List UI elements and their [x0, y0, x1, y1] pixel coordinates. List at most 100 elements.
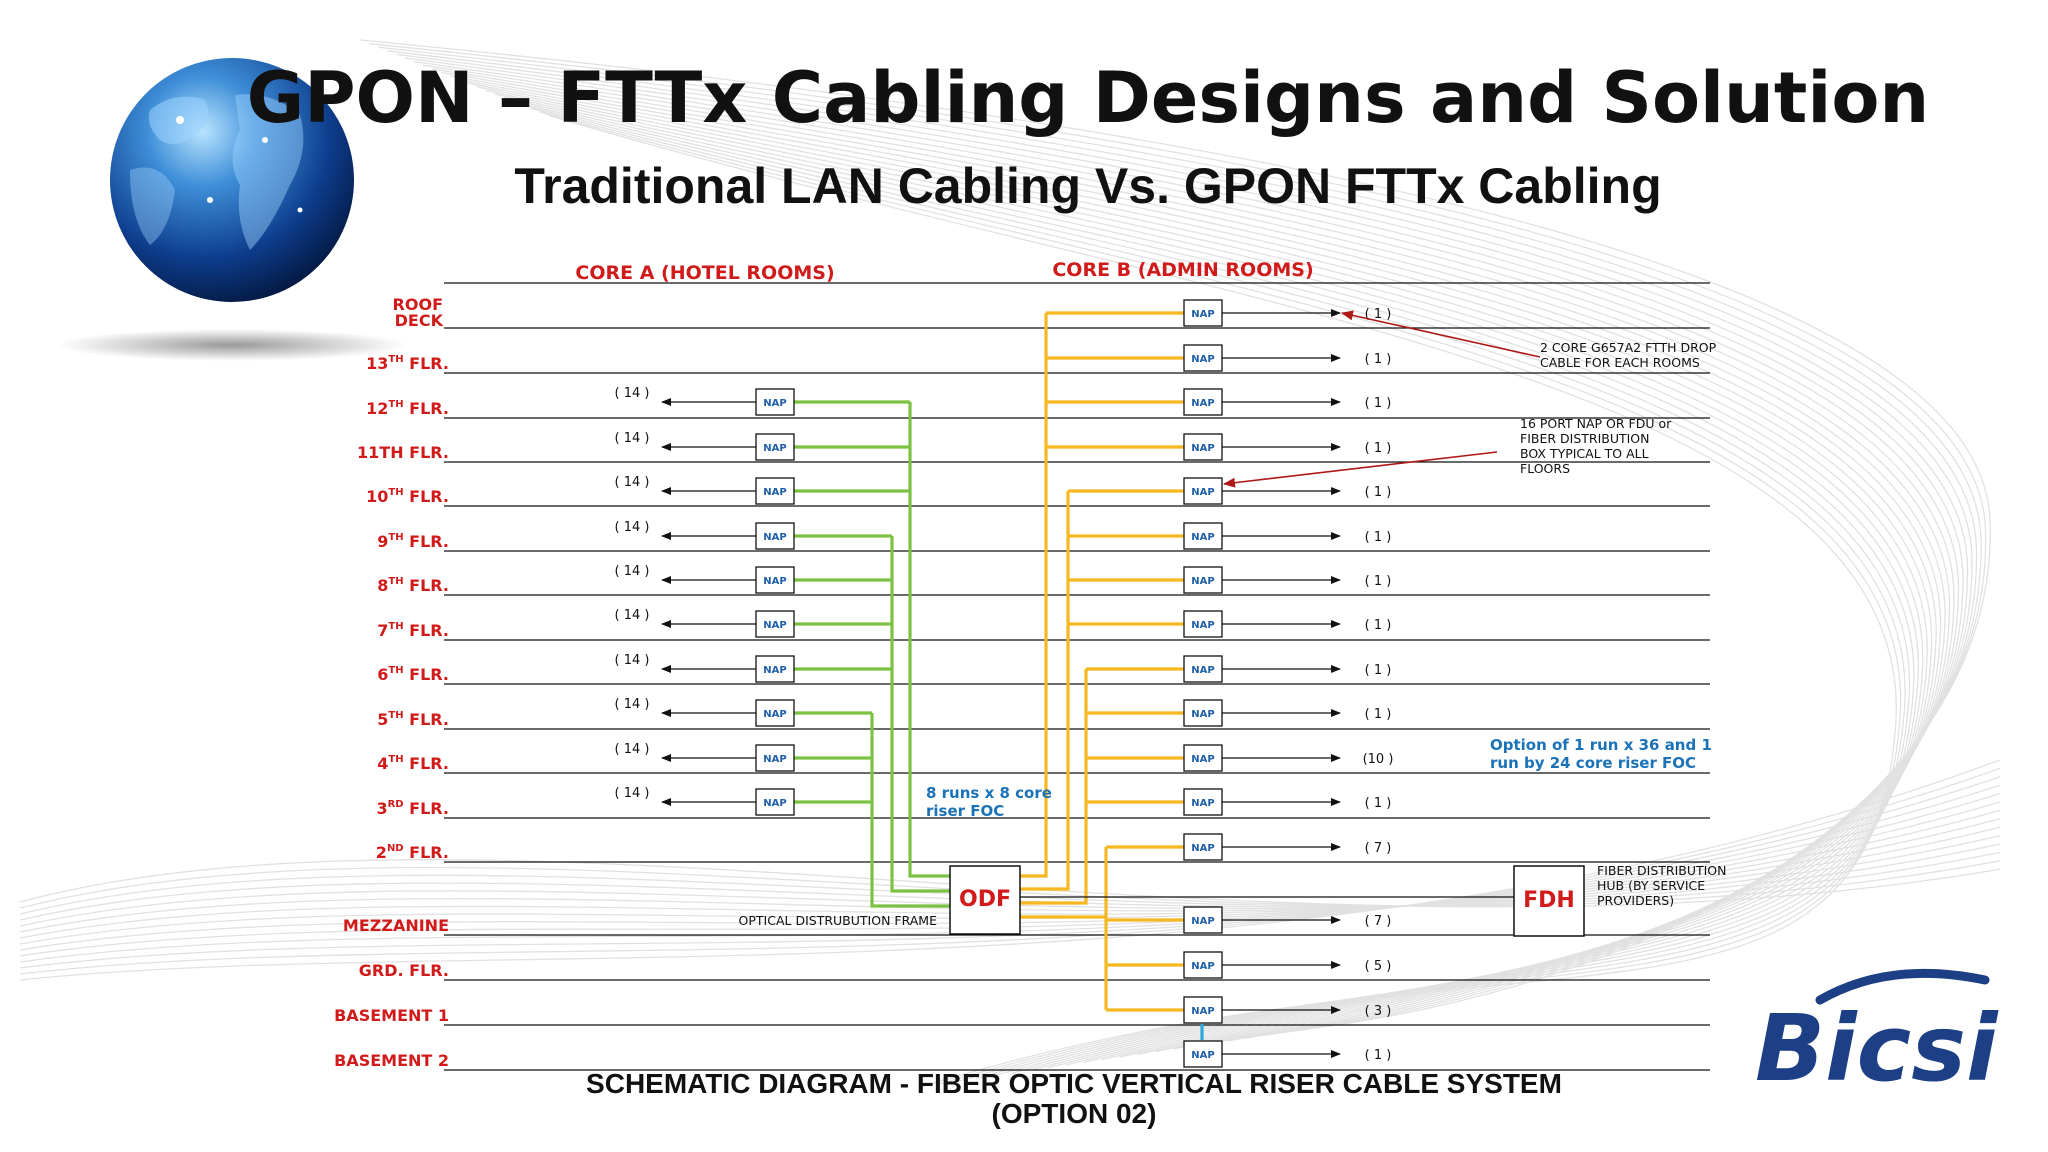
core-b-naps: NAP ( 1 ) NAP ( 1 ) NAP ( 1 ) NAP ( 1 ) NAP ( 1 )…: [1183, 299, 1393, 1068]
floor-label-6: 6TH FLR.: [377, 665, 449, 684]
count-core-a-4: ( 14 ): [615, 742, 650, 757]
nap-core-b-b2: NAP: [1183, 1040, 1223, 1068]
core-a-label: CORE A (HOTEL ROOMS): [575, 262, 834, 284]
nap-core-a-5-label: NAP: [763, 709, 786, 720]
nap-core-b-11-label: NAP: [1191, 443, 1214, 454]
nap-core-a-6-label: NAP: [763, 665, 786, 676]
nap-core-a-11: NAP: [755, 433, 795, 461]
nap-core-a-5: NAP: [755, 699, 795, 727]
bicsi-logo-text: Bicsi: [1755, 995, 1999, 1102]
count-core-a-10: ( 14 ): [615, 475, 650, 490]
nap-core-b-mez: NAP: [1183, 906, 1223, 934]
yellow-trunk-3: [1020, 669, 1088, 905]
nap-core-b-grd-label: NAP: [1191, 961, 1214, 972]
floor-label-5: 5TH FLR.: [377, 710, 449, 729]
drop-cable-note-line-2: CABLE FOR EACH ROOMS: [1540, 355, 1700, 370]
floor-label-9: 9TH FLR.: [377, 532, 449, 551]
floor-label-8: 8TH FLR.: [377, 576, 449, 595]
core-a-naps: NAP ( 14 ) NAP ( 14 ) NAP ( 14 ) NAP ( 14 ) NAP (…: [615, 386, 795, 816]
riser-b-note-line-1: Option of 1 run x 36 and 1: [1490, 736, 1712, 754]
nap-core-b-13-label: NAP: [1191, 354, 1214, 365]
nap-core-b-3-label: NAP: [1191, 798, 1214, 809]
green-trunk-3: [870, 713, 950, 908]
odf-box: ODF: [949, 865, 1021, 935]
nap-core-a-3-label: NAP: [763, 798, 786, 809]
nap-core-b-b1: NAP: [1183, 996, 1223, 1024]
nap-box-note-line-3: BOX TYPICAL TO ALL: [1520, 446, 1649, 461]
nap-core-b-13: NAP: [1183, 344, 1223, 372]
floor-label-10: 10TH FLR.: [366, 487, 449, 506]
fdh-caption: FIBER DISTRIBUTION HUB (BY SERVICE PROVI…: [1597, 863, 1727, 908]
green-trunk-1: [908, 402, 950, 878]
nap-core-a-7: NAP: [755, 610, 795, 638]
nap-core-b-11: NAP: [1183, 433, 1223, 461]
count-core-b-5: ( 1 ): [1365, 707, 1392, 722]
count-core-b-2: ( 7 ): [1365, 841, 1392, 856]
nap-core-a-10: NAP: [755, 477, 795, 505]
nap-core-a-8-label: NAP: [763, 576, 786, 587]
count-core-a-5: ( 14 ): [615, 697, 650, 712]
nap-core-b-12-label: NAP: [1191, 398, 1214, 409]
floor-label-mez: MEZZANINE: [343, 916, 449, 935]
fdh-box: FDH: [1513, 865, 1585, 937]
floor-label-2: 2ND FLR.: [376, 843, 449, 862]
floor-label-roof-line2: DECK: [395, 311, 444, 330]
nap-core-b-7: NAP: [1183, 610, 1223, 638]
nap-core-b-roof: NAP: [1183, 299, 1223, 327]
count-core-b-9: ( 1 ): [1365, 530, 1392, 545]
nap-core-b-5: NAP: [1183, 699, 1223, 727]
nap-core-b-b2-label: NAP: [1191, 1050, 1214, 1061]
nap-core-a-8: NAP: [755, 566, 795, 594]
floor-label-grd: GRD. FLR.: [359, 961, 449, 980]
riser-a-note-line-1: 8 runs x 8 core: [926, 784, 1052, 802]
count-core-b-grd: ( 5 ): [1365, 959, 1392, 974]
nap-core-b-9: NAP: [1183, 522, 1223, 550]
floor-label-roof: ROOF: [393, 295, 443, 314]
nap-core-b-8: NAP: [1183, 566, 1223, 594]
nap-core-a-9: NAP: [755, 522, 795, 550]
floor-label-4: 4TH FLR.: [377, 754, 449, 773]
nap-core-b-2: NAP: [1183, 833, 1223, 861]
odf-caption: OPTICAL DISTRUBUTION FRAME: [739, 913, 938, 928]
riser-a-note: 8 runs x 8 core riser FOC: [926, 784, 1052, 820]
nap-core-b-8-label: NAP: [1191, 576, 1214, 587]
nap-core-b-grd: NAP: [1183, 951, 1223, 979]
nap-core-a-4: NAP: [755, 744, 795, 772]
nap-box-note-line-4: FLOORS: [1520, 461, 1570, 476]
nap-box-note: 16 PORT NAP OR FDU or FIBER DISTRIBUTION…: [1223, 416, 1672, 488]
count-core-b-8: ( 1 ): [1365, 574, 1392, 589]
nap-core-b-b1-label: NAP: [1191, 1006, 1214, 1017]
nap-core-a-12: NAP: [755, 388, 795, 416]
floor-label-12: 12TH FLR.: [366, 399, 449, 418]
nap-core-b-4-label: NAP: [1191, 754, 1214, 765]
count-core-a-11: ( 14 ): [615, 431, 650, 446]
nap-core-a-10-label: NAP: [763, 487, 786, 498]
count-core-b-b2: ( 1 ): [1365, 1048, 1392, 1063]
nap-core-b-2-label: NAP: [1191, 843, 1214, 854]
nap-core-b-10-label: NAP: [1191, 487, 1214, 498]
nap-core-b-9-label: NAP: [1191, 532, 1214, 543]
page-title: GPON – FTTx Cabling Designs and Solution: [247, 57, 1930, 139]
background-swooshes: [19, 39, 2001, 1088]
fdh-caption-line-1: FIBER DISTRIBUTION: [1597, 863, 1727, 878]
nap-core-b-roof-label: NAP: [1191, 309, 1214, 320]
core-b-label: CORE B (ADMIN ROOMS): [1052, 259, 1313, 281]
floor-label-3: 3RD FLR.: [376, 799, 449, 818]
floor-label-11: 11TH FLR.: [357, 443, 449, 462]
nap-core-a-4-label: NAP: [763, 754, 786, 765]
nap-core-a-12-label: NAP: [763, 398, 786, 409]
count-core-b-13: ( 1 ): [1365, 352, 1392, 367]
count-core-b-6: ( 1 ): [1365, 663, 1392, 678]
riser-b-note: Option of 1 run x 36 and 1 run by 24 cor…: [1490, 736, 1712, 772]
nap-core-b-12: NAP: [1183, 388, 1223, 416]
page-subtitle: Traditional LAN Cabling Vs. GPON FTTx Ca…: [514, 158, 1661, 214]
drop-cable-note: 2 CORE G657A2 FTTH DROP CABLE FOR EACH R…: [1341, 310, 1717, 370]
count-core-b-10: ( 1 ): [1365, 485, 1392, 500]
yellow-trunk-4: [1020, 847, 1108, 1010]
nap-box-note-line-1: 16 PORT NAP OR FDU or: [1520, 416, 1672, 431]
count-core-a-3: ( 14 ): [615, 786, 650, 801]
count-core-b-12: ( 1 ): [1365, 396, 1392, 411]
count-core-a-7: ( 14 ): [615, 608, 650, 623]
